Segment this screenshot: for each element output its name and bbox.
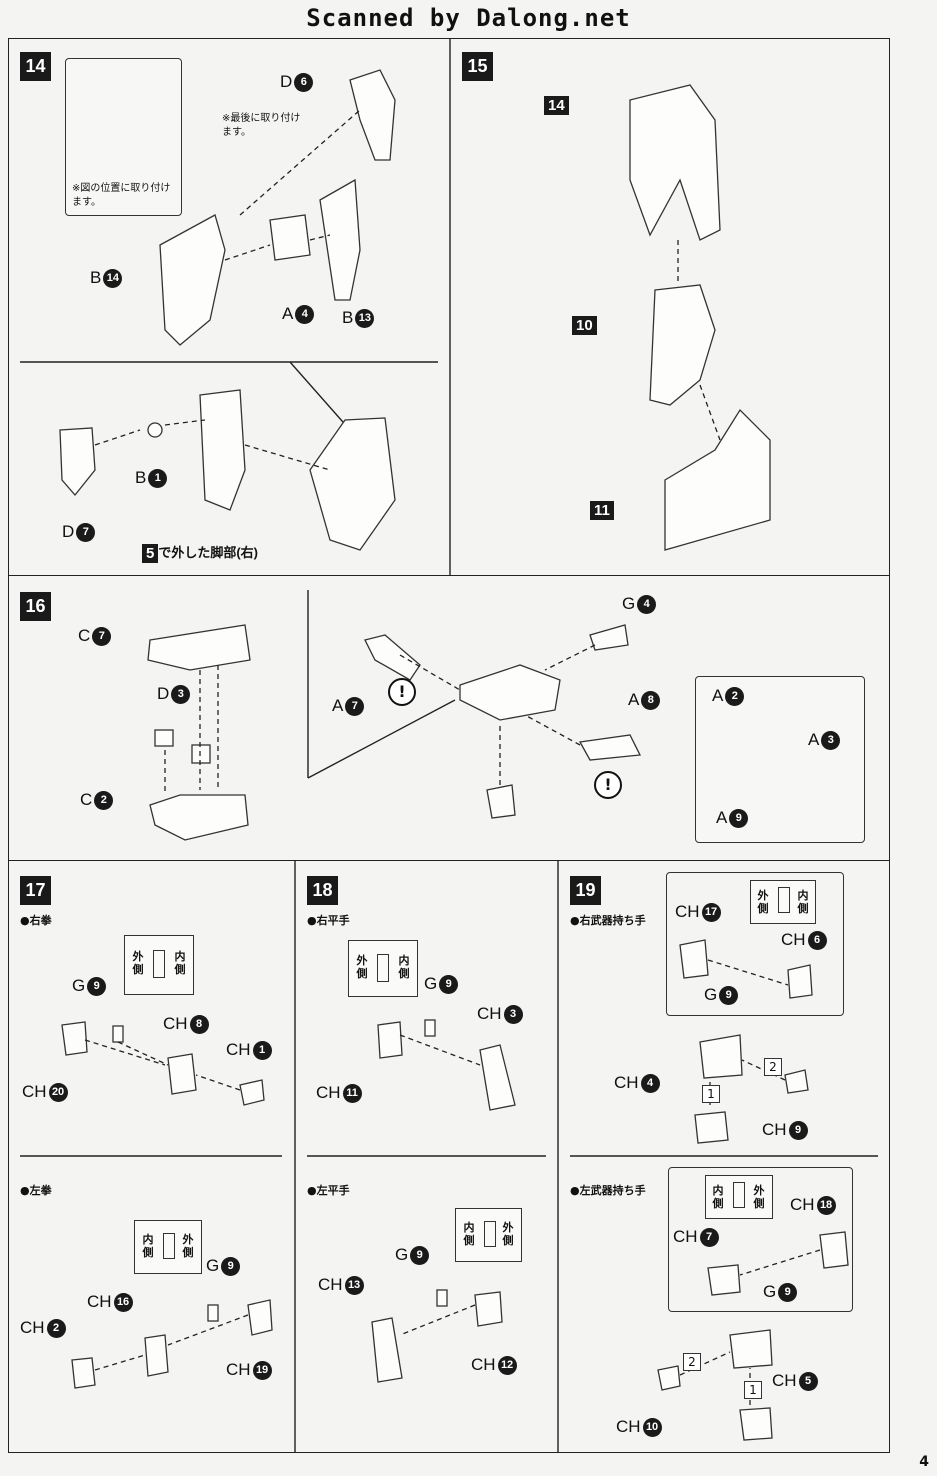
step-14-inset-note: ※図の位置に取り付けます。 [72,183,171,208]
warning-icon: ! [594,771,622,799]
step-16-inset [695,676,865,843]
order-1: 1 [702,1085,720,1103]
step-16-number: 16 [20,592,51,621]
step-19-number: 19 [570,876,601,905]
step-14-inset [65,58,182,216]
part-14: 14 [544,95,569,116]
warning-icon: ! [388,678,416,706]
step-19-sub-left-weapon-hand: ●左武器持ち手 [570,1184,646,1197]
step-17-sub-right-fist: ●右拳 [20,914,52,927]
side-indicator: 内側 外側 [705,1175,773,1219]
step-14-top-note: ※最後に取り付けます。 [222,113,301,138]
page-number: 4 [919,1454,929,1470]
step-18-sub-left-palm: ●左平手 [307,1184,350,1197]
row3-frame [8,860,890,1453]
side-indicator: 外側 内側 [124,935,194,995]
side-indicator: 内側 外側 [455,1208,522,1262]
step-15-number: 15 [462,52,493,81]
order-2: 2 [683,1353,701,1371]
step-19-inset-right [666,872,844,1016]
side-indicator: 外側 内側 [750,880,816,924]
part-10: 10 [572,315,597,336]
step-18-number: 18 [307,876,338,905]
step-18-sub-right-palm: ●右平手 [307,914,350,927]
order-2: 2 [764,1058,782,1076]
step-17-number: 17 [20,876,51,905]
step-17-sub-left-fist: ●左拳 [20,1184,52,1197]
side-indicator: 外側 内側 [348,940,418,997]
page-header: Scanned by Dalong.net [306,4,631,32]
part-11: 11 [590,500,614,521]
step-19-sub-right-weapon-hand: ●右武器持ち手 [570,914,646,927]
step-19-inset-left [668,1167,853,1312]
order-1: 1 [744,1381,762,1399]
step-14-number: 14 [20,52,51,81]
side-indicator: 内側 外側 [134,1220,202,1274]
